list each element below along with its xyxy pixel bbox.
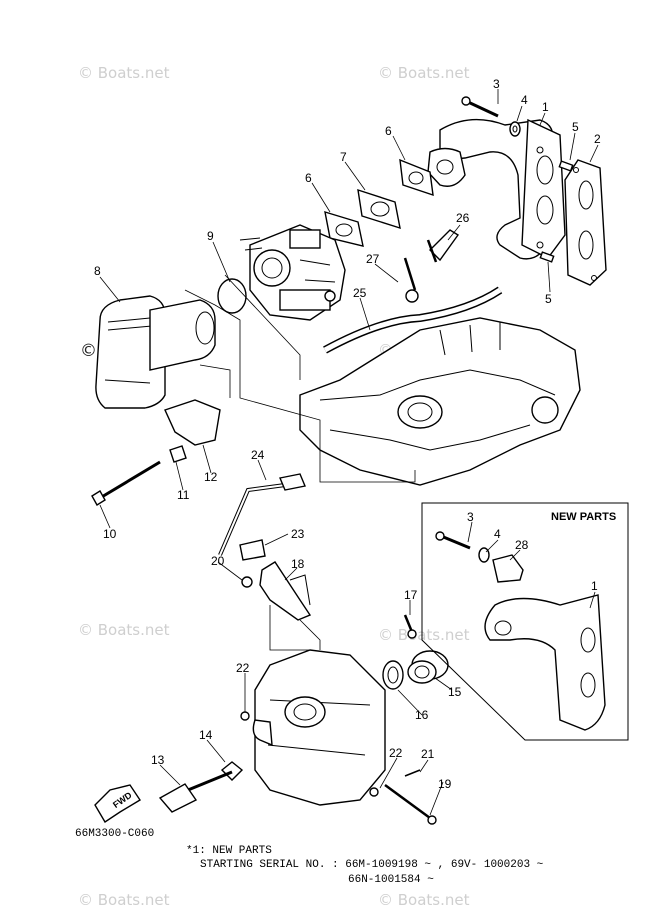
callout-22a: 22 bbox=[236, 661, 250, 675]
watermark-7: © Boats.net bbox=[378, 891, 470, 909]
dowel-pin-2 bbox=[539, 251, 555, 263]
clip-14 bbox=[220, 761, 244, 781]
bolt-washer-top bbox=[461, 96, 521, 137]
carb-o-ring bbox=[217, 278, 247, 314]
leader-lines bbox=[184, 274, 416, 483]
new-callout-4: 4 bbox=[494, 527, 501, 541]
callout-12: 12 bbox=[204, 470, 218, 484]
callout-5a: 5 bbox=[572, 120, 579, 134]
intake-manifold bbox=[427, 118, 566, 260]
callout-18: 18 bbox=[291, 557, 305, 571]
callout-3: 3 bbox=[493, 77, 500, 91]
callout-11: 11 bbox=[177, 488, 190, 502]
new-bracket-28 bbox=[492, 554, 524, 583]
pin-21 bbox=[404, 769, 421, 777]
callout-24: 24 bbox=[251, 448, 265, 462]
rod-joint bbox=[279, 473, 306, 491]
intake-silencer bbox=[95, 295, 216, 409]
callout-15: 15 bbox=[448, 685, 462, 699]
new-parts-box: NEW PARTS bbox=[421, 502, 629, 741]
new-callout-3: 3 bbox=[467, 510, 474, 524]
callout-20: 20 bbox=[211, 554, 225, 568]
carb-gaskets bbox=[324, 158, 434, 247]
dowel-pin-1 bbox=[558, 160, 574, 172]
new-manifold bbox=[484, 594, 606, 731]
silencer-box bbox=[252, 649, 386, 806]
joint-assembly bbox=[382, 614, 449, 690]
callout-4: 4 bbox=[521, 93, 528, 107]
callout-8: 8 bbox=[94, 264, 101, 278]
footnote-line-2: STARTING SERIAL NO. : 66M-1009198 ~ , 69… bbox=[200, 859, 544, 871]
lever bbox=[259, 561, 312, 621]
footnote-line-3: 66N-1001584 ~ bbox=[348, 874, 434, 886]
long-bolt bbox=[91, 460, 161, 506]
bolt-19 bbox=[384, 783, 437, 825]
washer-20 bbox=[241, 576, 253, 588]
manifold-gasket bbox=[564, 159, 607, 286]
callout-9: 9 bbox=[207, 229, 214, 243]
watermark-6: © Boats.net bbox=[78, 891, 170, 909]
callout-leaders bbox=[99, 89, 599, 816]
callout-16: 16 bbox=[415, 708, 429, 722]
diagram-code: 66M3300-C060 bbox=[75, 828, 154, 840]
footnote-line-1: *1: NEW PARTS bbox=[186, 845, 272, 857]
carburetor bbox=[239, 224, 346, 321]
washer-22 bbox=[240, 711, 250, 721]
callout-21: 21 bbox=[421, 747, 435, 761]
watermark-2: © Boats.net bbox=[378, 64, 470, 82]
callouts: 3 4 1 5 2 6 7 6 26 9 27 8 25 5 24 12 11 … bbox=[94, 77, 601, 791]
watermark-5: © Boats.net bbox=[378, 626, 470, 644]
callout-10: 10 bbox=[103, 527, 117, 541]
fuel-hose bbox=[323, 287, 502, 353]
leader-lines-lower bbox=[269, 605, 321, 651]
callout-13: 13 bbox=[151, 753, 165, 767]
cylinder-block bbox=[299, 317, 581, 486]
callout-17: 17 bbox=[404, 588, 418, 602]
silencer-bracket bbox=[164, 399, 221, 446]
callout-22b: 22 bbox=[389, 746, 403, 760]
callout-23: 23 bbox=[291, 527, 305, 541]
callout-27: 27 bbox=[366, 252, 380, 266]
silencer-nut bbox=[169, 445, 187, 463]
watermark-4: © Boats.net bbox=[78, 621, 170, 639]
clamp-bolt bbox=[403, 239, 438, 303]
callout-5b: 5 bbox=[545, 292, 552, 306]
new-callout-28: 28 bbox=[515, 538, 529, 552]
hose-clamp bbox=[429, 229, 460, 262]
callout-19: 19 bbox=[438, 777, 452, 791]
callout-6a: 6 bbox=[385, 124, 392, 138]
callout-26: 26 bbox=[456, 211, 470, 225]
washer-22b bbox=[369, 787, 379, 797]
rod-joint-lower bbox=[239, 539, 266, 561]
callout-1: 1 bbox=[542, 100, 549, 114]
new-callout-1: 1 bbox=[591, 579, 598, 593]
new-parts-title: NEW PARTS bbox=[551, 511, 616, 523]
callout-2: 2 bbox=[594, 132, 601, 146]
watermark-1: © Boats.net bbox=[78, 64, 170, 82]
choke-knob bbox=[158, 770, 233, 813]
callout-14: 14 bbox=[199, 728, 213, 742]
callout-25: 25 bbox=[353, 286, 367, 300]
fwd-arrow: FWD bbox=[94, 784, 141, 823]
callout-7: 7 bbox=[340, 150, 347, 164]
callout-6b: 6 bbox=[305, 171, 312, 185]
